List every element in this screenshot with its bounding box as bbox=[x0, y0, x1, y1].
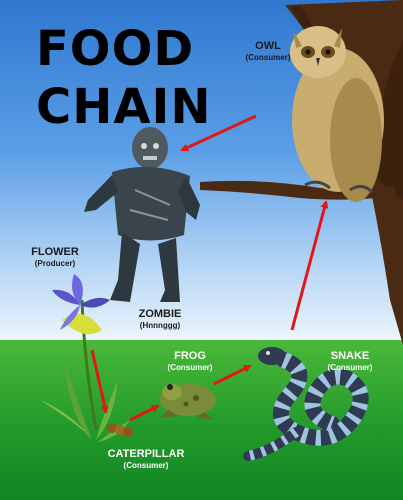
snake-name: SNAKE bbox=[318, 350, 382, 362]
frog-role: (Consumer) bbox=[160, 362, 220, 374]
zombie-name: ZOMBIE bbox=[128, 308, 192, 320]
frog-figure bbox=[160, 384, 216, 420]
caterpillar-label: CATERPILLAR (Consumer) bbox=[98, 448, 194, 472]
arrow-caterpillar-to-frog bbox=[130, 406, 158, 420]
title-line-2: CHAIN bbox=[36, 78, 226, 136]
title-line-1: FOOD bbox=[36, 20, 226, 78]
zombie-role: (Hnnnggg) bbox=[128, 320, 192, 332]
arrow-flower-to-caterpillar bbox=[92, 350, 106, 412]
owl-label: OWL (Consumer) bbox=[238, 40, 298, 64]
flower-role: (Producer) bbox=[20, 258, 90, 270]
caterpillar-role: (Consumer) bbox=[98, 460, 194, 472]
frog-name: FROG bbox=[160, 350, 220, 362]
caterpillar-name: CATERPILLAR bbox=[98, 448, 194, 460]
poster-title: FOOD CHAIN bbox=[36, 20, 226, 136]
zombie-figure bbox=[84, 127, 200, 302]
owl-role: (Consumer) bbox=[238, 52, 298, 64]
flower-name: FLOWER bbox=[20, 246, 90, 258]
zombie-label: ZOMBIE (Hnnnggg) bbox=[128, 308, 192, 332]
owl-name: OWL bbox=[238, 40, 298, 52]
frog-label: FROG (Consumer) bbox=[160, 350, 220, 374]
flower-label: FLOWER (Producer) bbox=[20, 246, 90, 270]
snake-label: SNAKE (Consumer) bbox=[318, 350, 382, 374]
snake-role: (Consumer) bbox=[318, 362, 382, 374]
arrow-snake-to-owl bbox=[292, 202, 326, 330]
